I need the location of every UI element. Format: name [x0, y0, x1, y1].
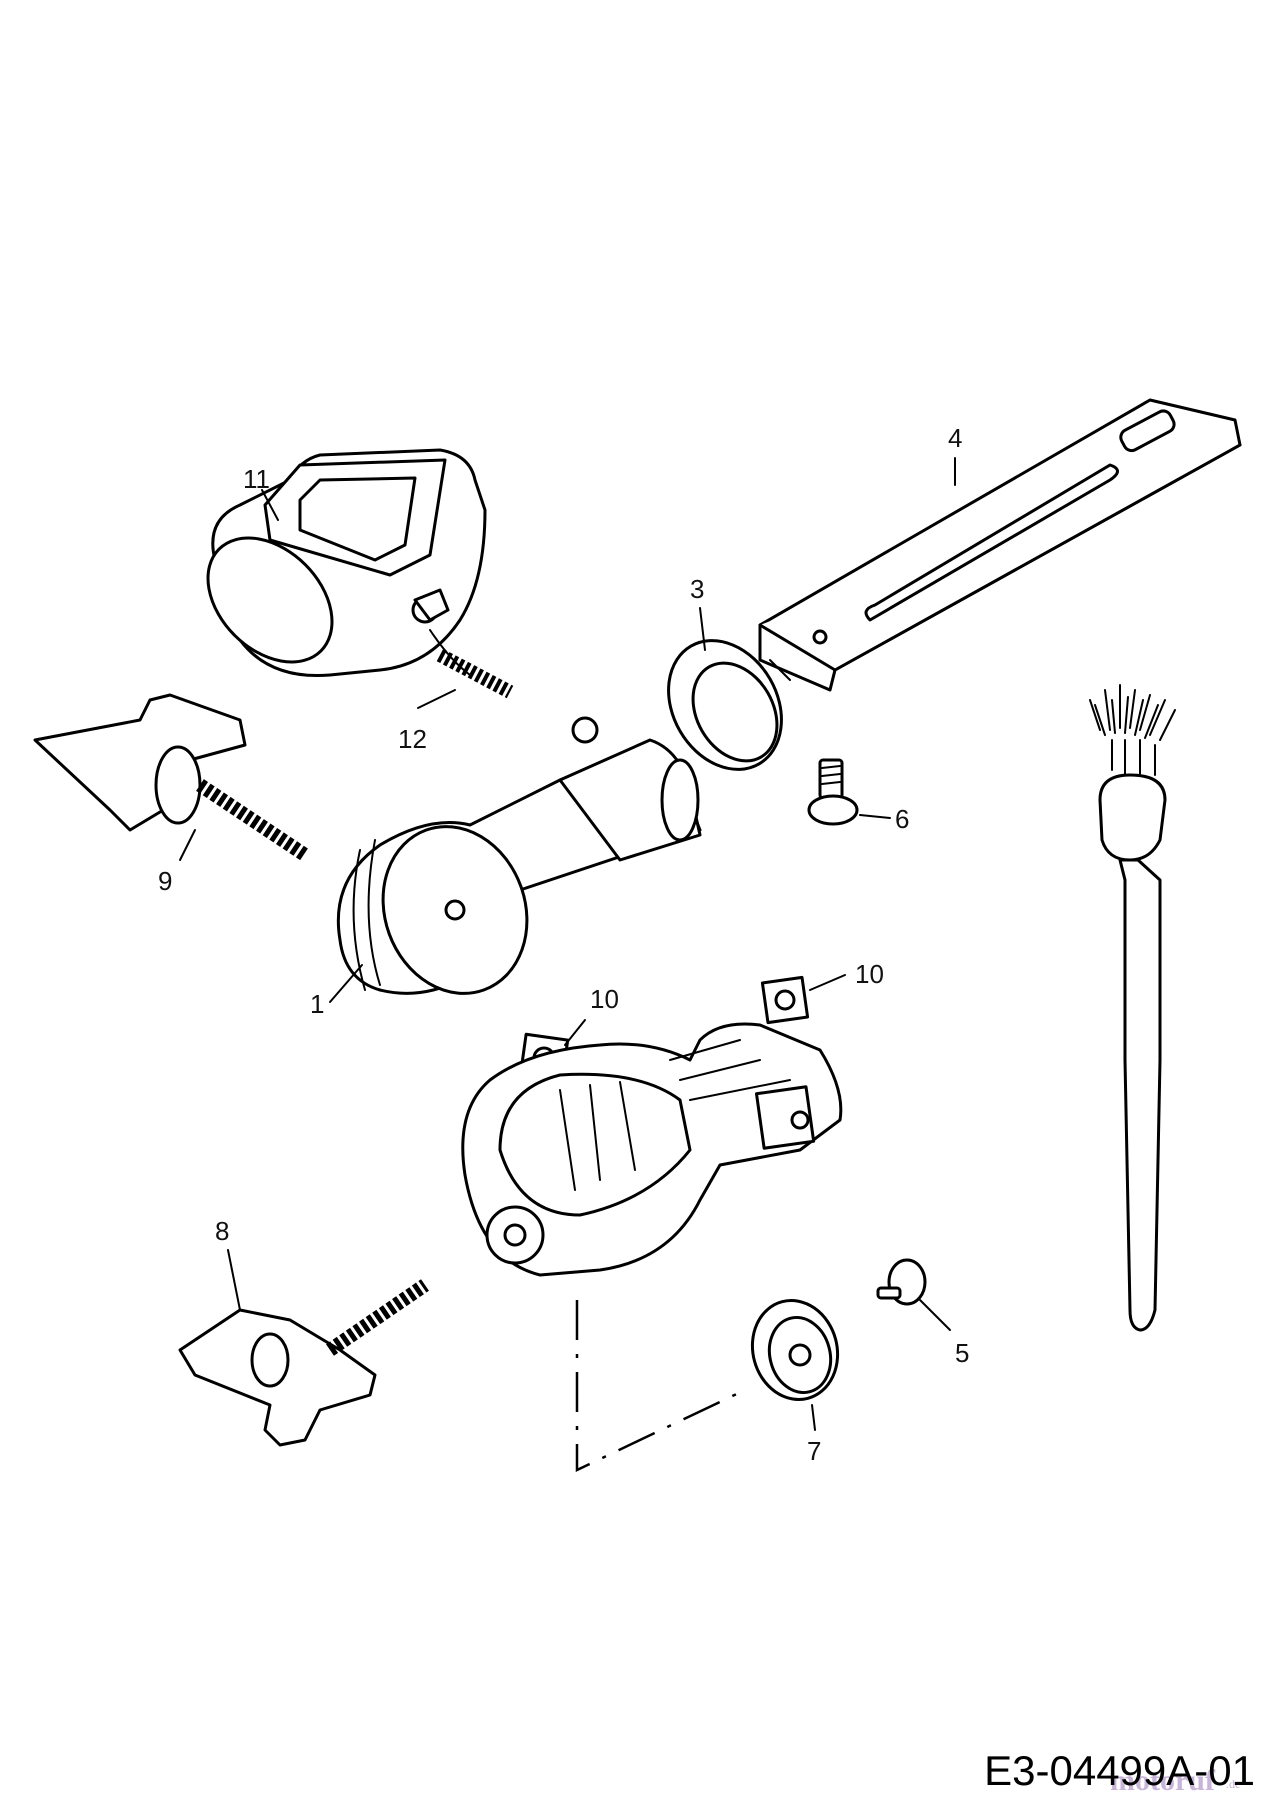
- part-9-wing-bolt: [33, 693, 309, 861]
- label-part-3: 3: [690, 574, 704, 604]
- label-part-5: 6: [895, 804, 909, 834]
- label-part-10-b: 10: [855, 959, 884, 989]
- label-part-8: 8: [215, 1216, 229, 1246]
- watermark-text: motoruf: [1110, 1764, 1216, 1797]
- label-part-10-a: 10: [590, 984, 619, 1014]
- part-3-ring: [667, 639, 791, 771]
- part-4-rail-bracket: [758, 398, 1242, 692]
- leader-lines: [179, 457, 956, 1431]
- part-1-arm: [336, 716, 702, 995]
- label-part-9: 9: [158, 866, 172, 896]
- assembly-line: [575, 1300, 746, 1472]
- watermark-suffix: .de: [1226, 1777, 1240, 1791]
- label-part-4: 4: [948, 423, 962, 453]
- part-8-wing-bolt: [178, 1279, 429, 1447]
- label-part-6: 7: [807, 1436, 821, 1466]
- part-labels: 11 12 4 3 6 9 1 10 10 8 7 5: [158, 423, 969, 1466]
- part-11-clamp-housing: [206, 448, 487, 678]
- part-7-pin: [876, 1258, 927, 1306]
- part-10-square-nut-b: [760, 975, 810, 1025]
- part-12-spring-cable: [436, 648, 514, 699]
- brush: [1089, 684, 1176, 1332]
- part-6-round-cap: [750, 1298, 840, 1402]
- drawing-code: E3-04499A-01: [984, 1747, 1255, 1794]
- label-part-12: 12: [398, 724, 427, 754]
- label-part-7: 5: [955, 1338, 969, 1368]
- label-part-1: 1: [310, 989, 324, 1019]
- watermark: motoruf .de: [1110, 1764, 1240, 1797]
- label-part-11: 11: [243, 464, 270, 494]
- clamp-body: [461, 1022, 843, 1277]
- part-5-screw: [807, 758, 859, 826]
